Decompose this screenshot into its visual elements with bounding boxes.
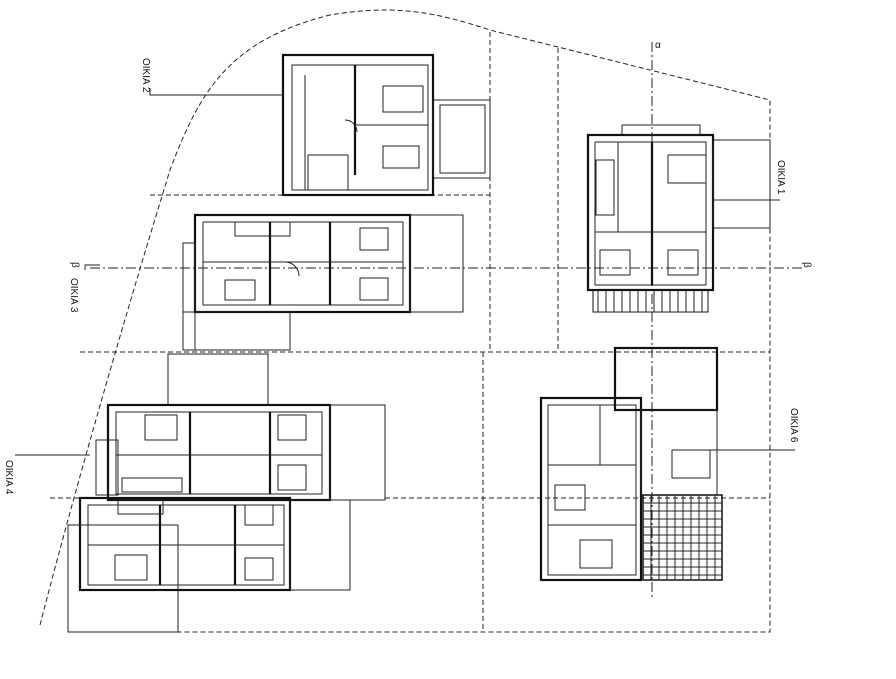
house-6-label: OIKIA 6 <box>788 408 799 443</box>
house-6-plan <box>539 346 723 582</box>
house-2-label: OIKIA 2 <box>140 58 151 93</box>
site-boundary <box>39 9 771 633</box>
house-4-label: OIKIA 4 <box>3 460 14 495</box>
section-marker-b-left: β <box>69 262 80 268</box>
house-2-plan <box>281 53 491 197</box>
house-1-plan <box>586 124 771 313</box>
house-3-label: OIKIA 3 <box>68 278 79 313</box>
house-1-label: OIKIA 1 <box>775 160 786 195</box>
label-leaders <box>15 88 795 456</box>
house-3-plan <box>182 213 464 351</box>
hatched-terrace <box>592 289 709 313</box>
section-marker-a: α <box>655 40 661 51</box>
house-4-plan <box>67 353 386 633</box>
section-marker-b-right: β <box>801 262 812 268</box>
